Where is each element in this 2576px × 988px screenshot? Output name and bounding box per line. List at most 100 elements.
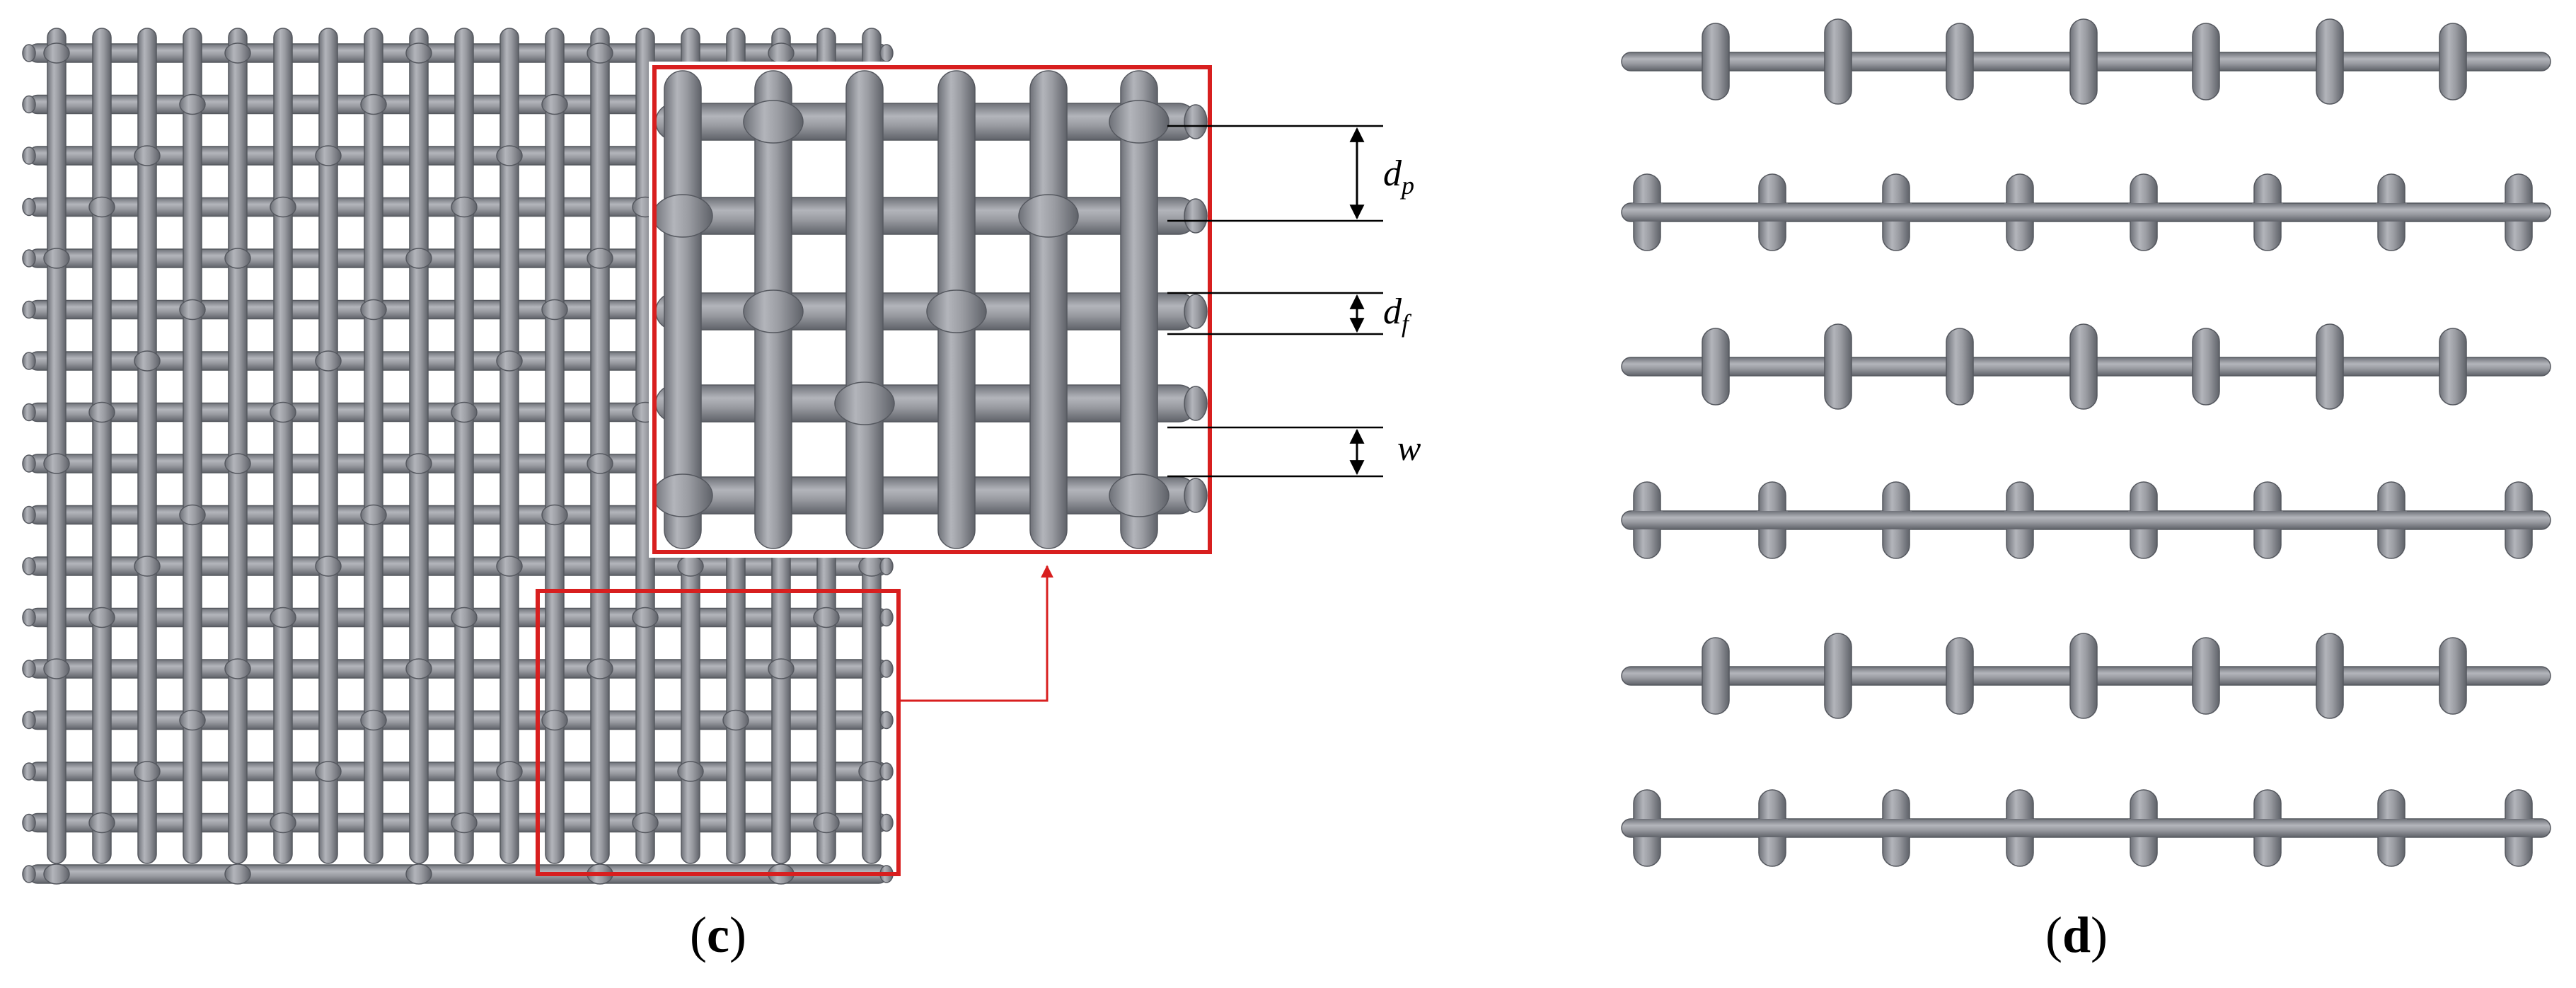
weave-knuckle [43,863,70,885]
side-view-warp-knuckle [2316,633,2344,719]
side-view-warp-knuckle [1824,323,1852,410]
weave-knuckle [360,93,387,115]
zoomed-mesh-inset [652,70,1208,549]
warp-wire [590,28,610,864]
weave-knuckle [43,658,70,679]
warp-wire [409,28,429,864]
side-view-warp-knuckle [2069,323,2098,410]
weave-knuckle [677,761,704,782]
side-view-row [1621,323,2551,410]
side-view-wire-over-segment [2128,511,2159,529]
side-view-warp-knuckle [2439,637,2467,715]
zoomed-weave-knuckle [1018,194,1079,238]
warp-wire [454,28,474,864]
side-view-wire-over-segment [1631,819,1663,837]
wire-end-cap [22,147,36,165]
weave-knuckle [224,453,251,474]
side-view-wire-over-segment [1631,203,1663,222]
side-view-warp-knuckle [2439,23,2467,100]
side-view-row [1621,173,2551,251]
warp-wire [318,28,338,864]
weave-knuckle [315,556,342,577]
zoomed-warp-wire [845,70,884,549]
side-view-warp-knuckle [2069,633,2098,719]
side-view-wire-over-segment [2004,203,2035,222]
side-view-warp-knuckle [1702,637,1730,715]
df-symbol: d [1383,292,1402,332]
side-view-warp-knuckle [2316,323,2344,410]
wire-end-cap [879,44,894,62]
wire-end-cap [22,454,36,473]
weave-knuckle [541,93,568,115]
weave-knuckle [134,761,161,782]
wire-end-cap [22,762,36,781]
weave-knuckle [496,556,523,577]
weave-knuckle [768,658,795,679]
weave-knuckle [315,350,342,372]
weave-knuckle [587,453,613,474]
weave-knuckle [270,196,296,218]
side-view-warp-knuckle [1702,23,1730,100]
warp-wire [183,28,202,864]
side-view-wire-over-segment [2252,203,2283,222]
side-view-wire-over-segment [2376,511,2407,529]
weave-knuckle [88,607,115,628]
side-view-weft-wire [1621,202,2551,222]
weave-knuckle [179,299,206,321]
weave-knuckle [813,607,840,628]
weave-knuckle [451,812,478,834]
wire-end-cap [22,249,36,268]
weave-knuckle [405,658,432,679]
weave-knuckle [722,709,749,731]
weave-knuckle [451,196,478,218]
weave-knuckle [632,607,659,628]
weave-knuckle [179,709,206,731]
zoomed-weave-knuckle [1109,473,1169,517]
weave-knuckle [632,812,659,834]
panel-d-mesh-side-view [1621,18,2551,867]
side-view-wire-over-segment [1881,819,1912,837]
side-view-wire-over-segment [1757,203,1788,222]
wire-end-cap [879,813,894,832]
weave-knuckle [677,556,704,577]
dp-label: dp [1383,154,1414,200]
weave-knuckle [88,812,115,834]
side-view-warp-knuckle [1824,633,1852,719]
weave-knuckle [134,350,161,372]
side-view-warp-knuckle [2316,18,2344,105]
zoomed-weave-knuckle [926,289,987,333]
side-view-warp-knuckle [2069,18,2098,105]
side-view-warp-knuckle [2439,328,2467,406]
side-view-wire-over-segment [1631,511,1663,529]
weave-knuckle [224,42,251,64]
side-view-weft-wire [1621,510,2551,530]
weave-knuckle [541,504,568,526]
weave-knuckle [134,556,161,577]
weave-knuckle [496,145,523,166]
weave-knuckle [88,196,115,218]
side-view-wire-over-segment [2376,203,2407,222]
side-view-row [1621,789,2551,867]
panel-c-caption: (c) [690,907,746,963]
wire-end-cap [22,197,36,217]
w-label: w [1397,428,1421,468]
weave-knuckle [587,42,613,64]
weave-knuckle [224,248,251,269]
wire-end-cap [22,813,36,832]
weave-knuckle [496,350,523,372]
side-view-wire-over-segment [1881,511,1912,529]
warp-wire [92,28,112,864]
weave-knuckle [405,248,432,269]
weave-knuckle [405,42,432,64]
wire-end-cap [22,44,36,62]
warp-wire [47,28,67,864]
weave-knuckle [360,504,387,526]
wire-end-cap [22,352,36,370]
weave-knuckle [587,658,613,679]
zoomed-wire-end-cap [1184,386,1208,421]
side-view-warp-knuckle [2192,637,2220,715]
weave-knuckle [224,863,251,885]
wire-end-cap [22,711,36,730]
panel-c-mesh-top-view [22,28,1215,885]
side-view-row [1621,18,2551,105]
